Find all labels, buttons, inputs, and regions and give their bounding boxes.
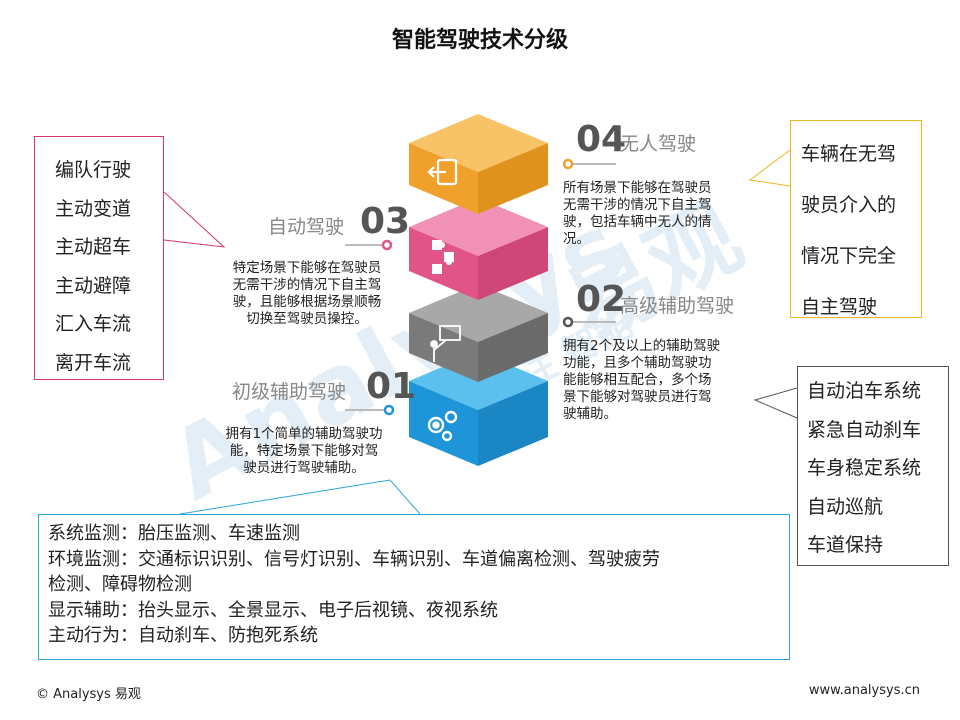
feature-item: 汇入车流 [55,313,132,335]
level2-number: 02 [576,279,627,320]
feature-item: 自动巡航 [807,495,884,518]
level2-features-box: 自动泊车系统 紧急自动刹车 车身稳定系统 自动巡航 车道保持 [797,366,949,566]
marker-level2 [562,316,616,328]
feature-item: 情况下完全 [801,245,897,267]
puzzle-icon [432,240,454,274]
level3-features-box: 编队行驶 主动变道 主动超车 主动避障 汇入车流 离开车流 [34,136,164,380]
feature-item: 主动变道 [55,197,132,220]
marker-level3 [345,239,393,251]
feature-item: 自动泊车系统 [807,380,922,402]
level2-description: 拥有2个及以上的辅助驾驶 功能，且多个辅助驾驶功 能能够相互配合，多个场 景下能… [563,338,721,422]
feature-item: 驶员介入的 [801,194,897,216]
marker-level1 [345,404,395,416]
website-url: www.analysys.cn [808,683,920,698]
feature-item: 离开车流 [55,351,132,374]
feature-item: 主动避障 [55,274,132,297]
feature-item: 显示辅助：抬头显示、全景显示、电子后视镜、夜视系统 [48,599,498,621]
feature-item: 主动超车 [55,236,132,258]
callout-level1 [179,479,421,515]
callout-lines [163,149,798,515]
feature-item: 系统监测：胎压监测、车速监测 [48,523,300,544]
feature-item: 车身稳定系统 [807,457,922,479]
level2-name: 高级辅助驾驶 [620,295,735,317]
page-title: 智能驾驶技术分级 [391,28,568,53]
level3-number: 03 [360,201,411,242]
level4-description: 所有场景下能够在驾驶员 无需干涉的情况下自主驾 驶，包括车辆中无人的情 况。 [563,180,712,247]
block-level3 [409,198,548,300]
feature-item: 车辆在无驾 [801,143,897,165]
feature-item: 自主驾驶 [801,296,878,318]
level1-name: 初级辅助驾驶 [232,381,347,403]
block-level4 [409,114,548,214]
level3-name: 自动驾驶 [268,216,345,238]
callout-level4 [748,149,791,187]
gears-icon [427,410,458,442]
level4-features-box: 车辆在无驾 驶员介入的 情况下完全 自主驾驶 [790,120,922,318]
callout-level3 [163,191,226,248]
feature-item: 车道保持 [807,534,884,556]
feature-item: 环境监测：交通标识识别、信号灯识别、车辆识别、车道偏离检测、驾驶疲劳 [48,548,660,570]
presenter-icon [430,325,461,362]
feature-item: 紧急自动刹车 [807,418,922,441]
level1-features-box: 系统监测：胎压监测、车速监测 环境监测：交通标识识别、信号灯识别、车辆识别、车道… [38,514,790,660]
feature-item: 主动行为：自动刹车、防抱死系统 [48,625,318,646]
copyright: © Analysys 易观 [36,687,141,702]
marker-level4 [562,158,616,170]
level1-number: 01 [366,366,417,407]
level4-number: 04 [576,119,627,160]
feature-item: 检测、障碍物检测 [48,574,192,595]
callout-level2 [753,387,798,419]
level4-name: 无人驾驶 [620,133,697,155]
exit-door-icon [427,158,458,186]
level1-description: 拥有1个简单的辅助驾驶功 能，特定场景下能够对驾 驶员进行驾驶辅助。 [225,426,383,476]
feature-item: 编队行驶 [55,159,132,181]
level3-description: 特定场景下能够在驾驶员 无需干涉的情况下自主驾 驶，且能够根据场景顺畅 切换至驾… [232,260,382,327]
block-level2 [409,284,548,382]
